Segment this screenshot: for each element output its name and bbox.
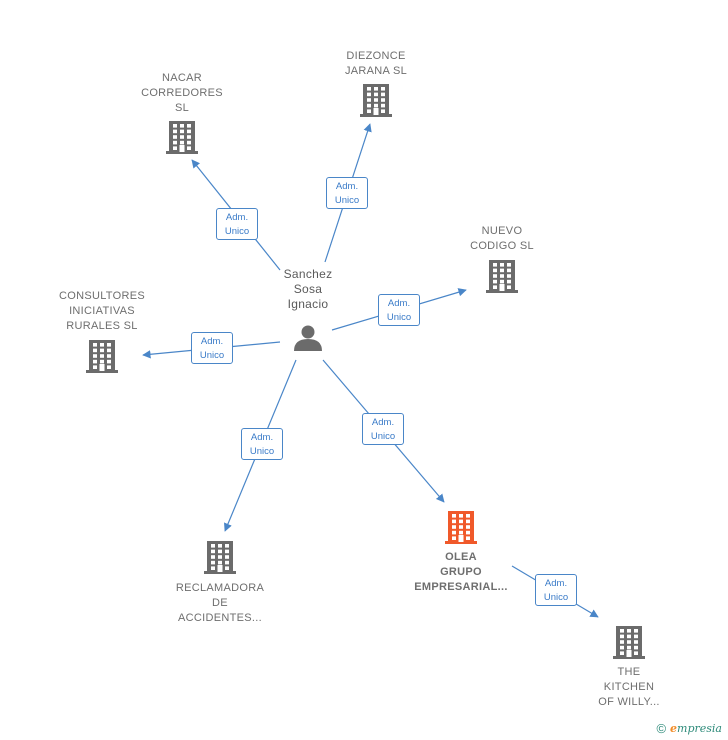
building-icon-nuevo[interactable] (486, 260, 518, 293)
company-label-nacar[interactable]: NACAR CORREDORES SL (141, 72, 223, 114)
company-label-consultores[interactable]: CONSULTORES INICIATIVAS RURALES SL (58, 290, 146, 332)
role-badge-consultores: Adm. Unico (191, 332, 233, 364)
building-icon-consultores[interactable] (86, 340, 118, 373)
building-icon-nacar[interactable] (166, 121, 198, 154)
company-label-diezonce[interactable]: DIEZONCE JARANA SL (344, 50, 408, 77)
building-icon-kitchen[interactable] (613, 626, 645, 659)
role-badge-olea: Adm. Unico (362, 413, 404, 445)
company-label-kitchen[interactable]: THE KITCHEN OF WILLY... (598, 666, 660, 708)
building-icon-diezonce[interactable] (360, 84, 392, 117)
company-label-nuevo[interactable]: NUEVO CODIGO SL (470, 225, 534, 252)
building-icon-olea[interactable] (445, 511, 477, 544)
company-label-olea[interactable]: OLEA GRUPO EMPRESARIAL... (414, 551, 508, 593)
copyright-symbol: © (656, 721, 667, 736)
person-icon[interactable] (294, 325, 322, 352)
role-badge-diezonce: Adm. Unico (326, 177, 368, 209)
person-name-label[interactable]: Sanchez Sosa Ignacio (283, 267, 333, 311)
role-badge-kitchen: Adm. Unico (535, 574, 577, 606)
brand-logo: empresia (670, 722, 722, 735)
building-icon-reclamadora[interactable] (204, 541, 236, 574)
role-badge-nacar: Adm. Unico (216, 208, 258, 240)
role-badge-reclamadora: Adm. Unico (241, 428, 283, 460)
footer-brand: © empresia (656, 721, 722, 736)
company-label-reclamadora[interactable]: RECLAMADORA DE ACCIDENTES... (175, 582, 265, 624)
role-badge-nuevo: Adm. Unico (378, 294, 420, 326)
